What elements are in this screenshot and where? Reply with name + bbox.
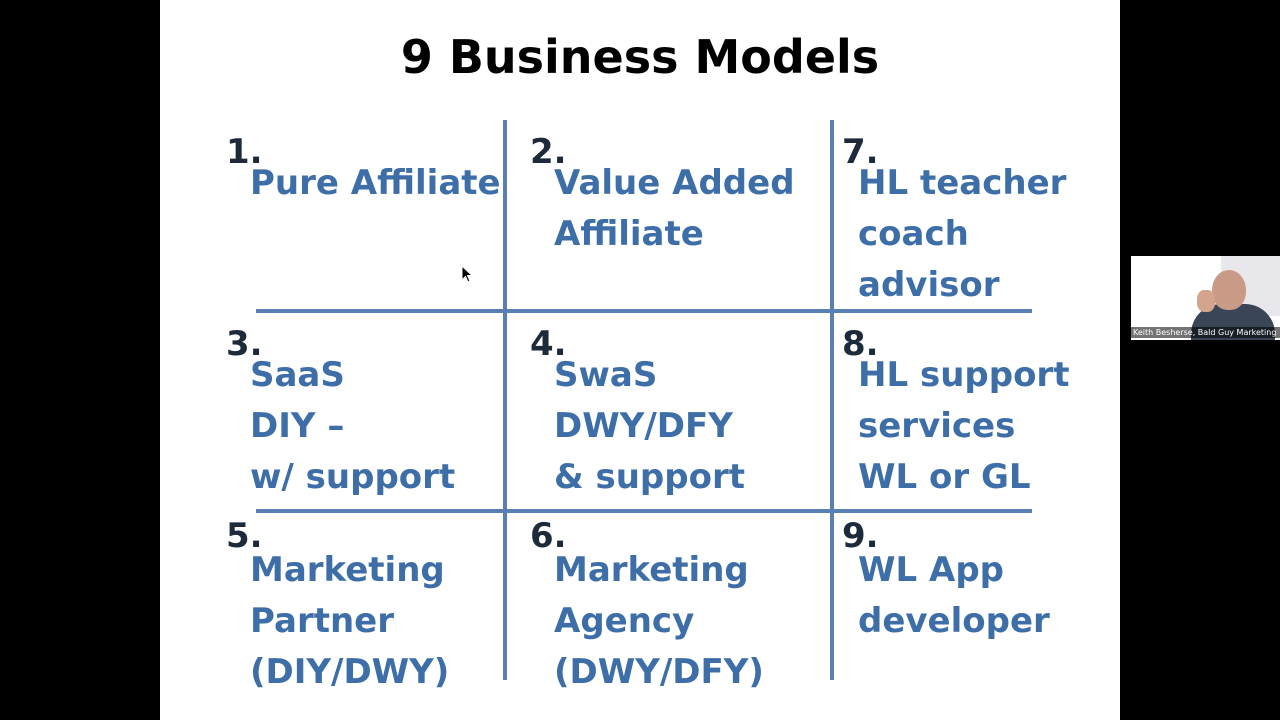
presenter-webcam[interactable]: Keith Besherse, Bald Guy Marketing: [1131, 256, 1280, 340]
cell-label-line: developer: [858, 601, 1050, 641]
cell-label-5: Marketing Partner (DIY/DWY): [250, 545, 449, 698]
presenter-hand: [1197, 290, 1215, 312]
cell-label-line: services: [858, 406, 1016, 446]
slide-title: 9 Business Models: [400, 30, 880, 84]
cell-label-8: HL support services WL or GL: [858, 350, 1069, 503]
cell-number-9: 9.: [842, 516, 879, 556]
presentation-slide: 9 Business Models 1. Pure Affiliate 2. V…: [160, 0, 1120, 720]
cell-number-1: 1.: [226, 132, 263, 172]
cell-label-line: DIY –: [250, 406, 345, 446]
cell-number-8: 8.: [842, 324, 879, 364]
grid-vertical-line-2: [830, 120, 834, 680]
cell-label-line: WL App: [858, 550, 1004, 590]
cell-number-6: 6.: [530, 516, 567, 556]
cell-label-line: Affiliate: [554, 214, 704, 254]
cell-label-line: Partner: [250, 601, 395, 641]
cell-label-line: & support: [554, 457, 745, 497]
cell-number-2: 2.: [530, 132, 567, 172]
cell-label-line: Pure Affiliate: [250, 163, 501, 203]
cell-number-3: 3.: [226, 324, 263, 364]
cell-label-2: Value Added Affiliate: [554, 158, 795, 260]
cell-label-line: (DIY/DWY): [250, 652, 450, 692]
cell-label-line: SwaS: [554, 355, 658, 395]
cell-label-line: Marketing: [554, 550, 749, 590]
cell-label-9: WL App developer: [858, 545, 1050, 647]
cell-label-line: (DWY/DFY): [554, 652, 764, 692]
cell-label-6: Marketing Agency (DWY/DFY): [554, 545, 764, 698]
cell-label-line: Agency: [554, 601, 695, 641]
cell-label-1: Pure Affiliate: [250, 158, 501, 209]
grid-vertical-line-1: [503, 120, 507, 680]
cell-number-5: 5.: [226, 516, 263, 556]
cell-label-line: w/ support: [250, 457, 456, 497]
cell-label-line: DWY/DFY: [554, 406, 733, 446]
grid-horizontal-line-1: [256, 309, 1032, 313]
webcam-caption: Keith Besherse, Bald Guy Marketing: [1131, 327, 1280, 338]
cell-label-3: SaaS DIY – w/ support: [250, 350, 455, 503]
cell-label-line: WL or GL: [858, 457, 1031, 497]
cell-label-7: HL teacher coach advisor: [858, 158, 1066, 311]
presenter-head: [1212, 270, 1246, 310]
cell-label-4: SwaS DWY/DFY & support: [554, 350, 745, 503]
cell-label-line: Value Added: [554, 163, 795, 203]
cell-label-line: HL support: [858, 355, 1070, 395]
cell-label-line: coach: [858, 214, 969, 254]
cell-label-line: Marketing: [250, 550, 445, 590]
cell-label-line: HL teacher: [858, 163, 1067, 203]
cell-number-4: 4.: [530, 324, 567, 364]
cell-number-7: 7.: [842, 132, 879, 172]
mouse-pointer-icon: [462, 266, 474, 283]
grid-horizontal-line-2: [256, 509, 1032, 513]
cell-label-line: advisor: [858, 265, 1000, 305]
cell-label-line: SaaS: [250, 355, 345, 395]
